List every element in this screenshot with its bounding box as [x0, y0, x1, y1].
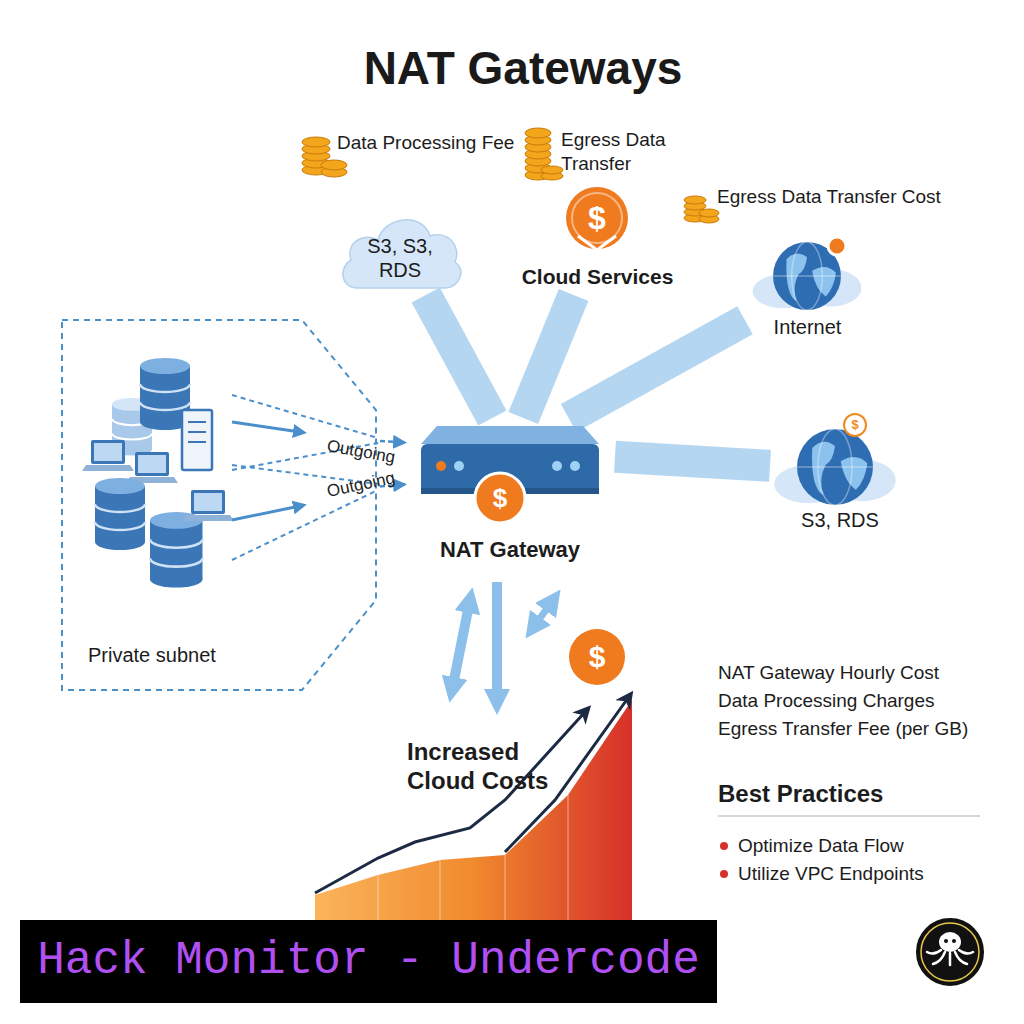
node-text: Private subnet [88, 643, 288, 667]
coin-stack [525, 128, 563, 180]
edge-label: Outgoing [325, 436, 396, 468]
server-cluster [82, 358, 234, 588]
text-label: $ [569, 638, 625, 676]
diagram-node: Private subnet [50, 318, 380, 693]
bullet-dot [720, 842, 728, 850]
text-label: Hack Monitor - Undercode [20, 920, 717, 1003]
text-label: Egress Data Transfer [561, 128, 686, 176]
diagram-node: S3, S3, RDS [335, 200, 465, 295]
text-label: NAT Gateway Hourly Cost [718, 661, 1008, 684]
text-label: Data Processing Charges [718, 689, 1008, 712]
text-label: Egress Data Transfer Cost [717, 185, 977, 208]
bullet-dot [720, 870, 728, 878]
trend-arrow [315, 712, 585, 893]
flow-arrow [380, 441, 405, 443]
node-text: NAT Gateway [405, 536, 615, 563]
diagram-node: $ Cloud Services [510, 178, 685, 295]
diagram-node: Internet [745, 228, 870, 343]
traffic-beam [615, 457, 770, 466]
node-text: Internet [745, 315, 870, 339]
flow-arrow [452, 582, 553, 702]
chart-divider [378, 795, 568, 920]
text-label: Best Practices [718, 779, 998, 808]
subnet-shape [50, 318, 380, 693]
node-text: $ [476, 482, 524, 514]
edge-label: Outgoing [325, 468, 397, 502]
diagram-node: $ NAT Gateway [405, 418, 615, 563]
text-label: Data Processing Fee [337, 131, 537, 154]
node-text: Cloud Services [510, 264, 685, 290]
brand-logo [915, 917, 985, 987]
text-label: Optimize Data Flow [738, 834, 998, 857]
text-label: Egress Transfer Fee (per GB) [718, 717, 1008, 740]
diagram-title: NAT Gateways [11, 40, 1024, 96]
node-text: S3, RDS [770, 508, 910, 532]
text-label: Increased Cloud Costs [407, 737, 562, 795]
coin-stack [684, 196, 719, 223]
text-label: Utilize VPC Endpoints [738, 862, 998, 885]
divider-line [718, 815, 980, 817]
cost-chart [315, 700, 632, 920]
node-text: $ [567, 199, 627, 237]
traffic-beam [569, 320, 745, 418]
diagram-node: $ S3, RDS [770, 405, 910, 535]
node-text: $ [844, 417, 866, 433]
traffic-beam [426, 295, 493, 418]
node-text: S3, S3, RDS [360, 234, 440, 282]
cost-badge [569, 629, 625, 685]
traffic-beam [523, 295, 573, 418]
